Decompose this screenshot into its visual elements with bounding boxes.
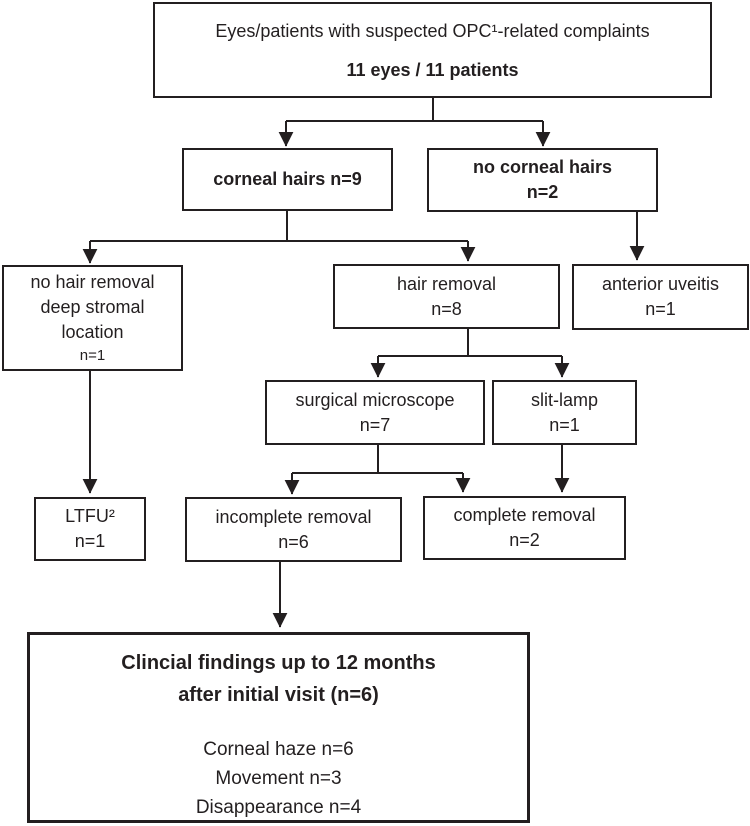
finding-item: Corneal haze n=6 [203,739,354,760]
node-label: location [61,322,124,342]
node-source-count: 11 eyes / 11 patients [346,59,519,80]
node-label: no corneal hairs [472,157,613,177]
node-ltfu: LTFU² n=1 [34,497,146,561]
node-count: n=1 [549,414,580,435]
node-label: no hair removal [30,272,155,292]
title-line: after initial visit (n=6) [178,684,379,706]
node-corneal-hairs: corneal hairs n=9 [182,148,393,211]
node-complete-removal: complete removal n=2 [423,496,626,560]
node-source-population: Eyes/patients with suspected OPC¹-relate… [153,2,712,98]
node-count: n=2 [526,182,559,202]
clinical-findings-list: Corneal haze n=6 Movement n=3 Disappeara… [196,735,361,822]
node-hair-removal: hair removal n=8 [333,264,560,329]
connector-source-split [286,97,543,122]
node-label: anterior uveitis [601,274,720,294]
node-anterior-uveitis: anterior uveitis n=1 [572,264,749,330]
connector-hair-removal-split [378,328,562,357]
node-count: n=1 [74,531,106,551]
node-count: n=2 [509,530,540,550]
clinical-findings-title: Clincial findings up to 12 months after … [121,647,435,711]
finding-item: Movement n=3 [215,768,342,789]
connector-corneal-hairs-split [90,210,468,242]
node-count: n=1 [645,299,676,319]
node-label: complete removal [453,505,596,525]
connector-surgical-microscope-split [292,444,463,474]
node-label: hair removal [396,273,497,294]
title-line: Clincial findings up to 12 months [121,652,436,674]
node-label: LTFU² [65,506,115,526]
node-count: n=7 [359,414,391,435]
node-label: corneal hairs n=9 [213,169,362,189]
node-count: n=1 [79,347,106,364]
node-no-hair-removal: no hair removal deep stromal location n=… [2,265,183,371]
node-label: surgical microscope [295,389,455,410]
node-count: n=8 [431,298,462,319]
node-no-corneal-hairs: no corneal hairs n=2 [427,148,658,212]
node-source-label: Eyes/patients with suspected OPC¹-relate… [215,20,650,41]
node-label: deep stromal [40,297,145,317]
node-slit-lamp: slit-lamp n=1 [492,380,637,445]
node-incomplete-removal: incomplete removal n=6 [185,497,402,562]
node-label: slit-lamp [530,389,598,410]
node-clinical-findings: Clincial findings up to 12 months after … [27,632,530,823]
node-count: n=6 [278,531,309,552]
finding-item: Disappearance n=4 [195,797,362,818]
node-label: incomplete removal [215,506,372,527]
node-surgical-microscope: surgical microscope n=7 [265,380,485,445]
